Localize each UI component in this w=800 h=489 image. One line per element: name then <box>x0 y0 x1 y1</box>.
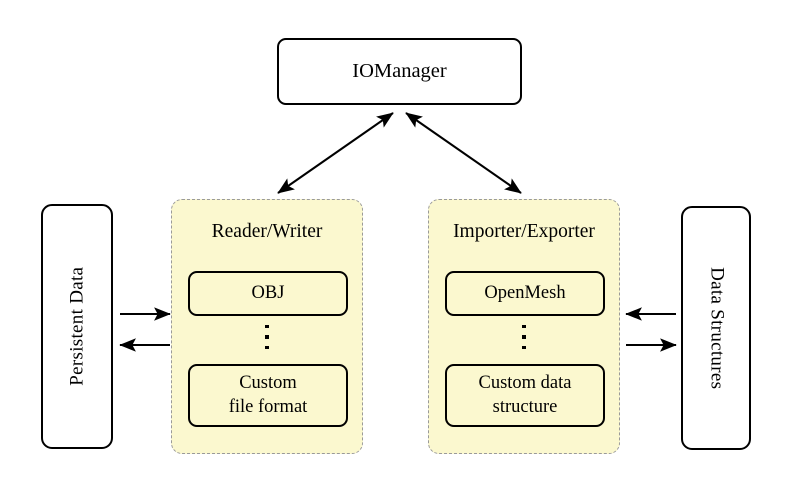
node-custom-file-format[interactable]: Custom file format <box>188 364 348 427</box>
node-iomanager-label: IOManager <box>352 60 447 83</box>
node-obj-label: OBJ <box>251 282 285 303</box>
group-importer-exporter-title: Importer/Exporter <box>453 221 595 242</box>
group-reader-writer-title: Reader/Writer <box>211 221 323 242</box>
node-custom-file-format-line2: file format <box>228 396 308 417</box>
node-data-structures[interactable]: Data Structures <box>681 206 751 450</box>
connector-iomanager-readerwriter <box>277 112 394 194</box>
node-openmesh-label: OpenMesh <box>484 282 566 303</box>
node-openmesh[interactable]: OpenMesh <box>445 271 605 316</box>
connector-iomanager-importerexporter <box>405 112 522 194</box>
node-obj[interactable]: OBJ <box>188 271 348 316</box>
node-custom-data-structure-line1: Custom data <box>478 373 572 394</box>
node-custom-file-format-line1: Custom <box>239 373 297 394</box>
group-importer-exporter[interactable]: Importer/Exporter OpenMesh Custom data s… <box>428 199 620 454</box>
node-persistent-data-label: Persistent Data <box>65 266 87 387</box>
ellipsis-icon-importer-exporter <box>429 325 619 350</box>
node-custom-data-structure[interactable]: Custom data structure <box>445 364 605 427</box>
node-custom-data-structure-label: Custom data structure <box>478 372 571 418</box>
node-custom-data-structure-line2: structure <box>492 396 558 417</box>
node-iomanager[interactable]: IOManager <box>277 38 522 105</box>
node-data-structures-label: Data Structures <box>706 266 728 390</box>
node-persistent-data[interactable]: Persistent Data <box>41 204 113 449</box>
ellipsis-icon-reader-writer <box>172 325 362 350</box>
node-custom-file-format-label: Custom file format <box>229 372 308 418</box>
group-reader-writer[interactable]: Reader/Writer OBJ Custom file format <box>171 199 363 454</box>
